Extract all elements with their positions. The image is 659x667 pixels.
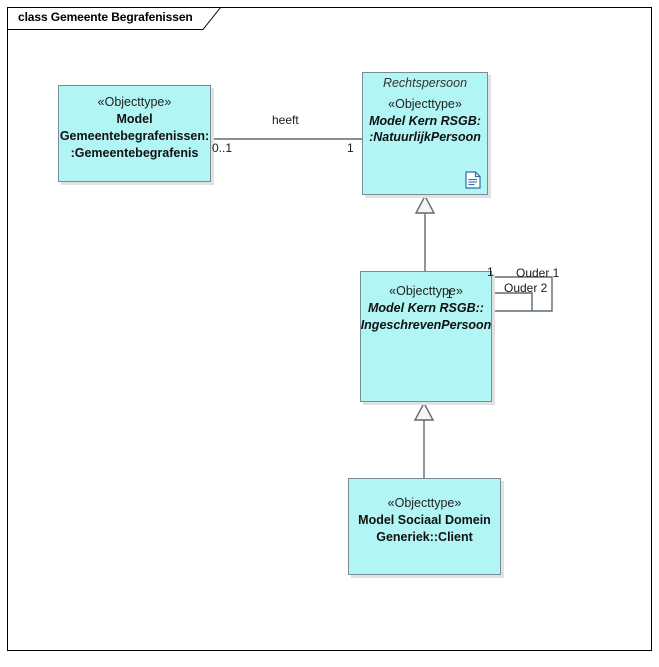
class-stereotype: «Objecttype» <box>389 284 463 298</box>
class-name-line1: Model <box>116 112 153 126</box>
class-box-gemeentebegrafenis[interactable]: «Objecttype» Model Gemeentebegrafenissen… <box>58 85 211 182</box>
class-name-line2: Generiek::Client <box>376 530 473 544</box>
association-label-heeft: heeft <box>272 113 299 127</box>
title-tab-shape <box>7 7 221 30</box>
association-label-ouder2: Ouder 2 <box>504 281 548 295</box>
class-box-client[interactable]: «Objecttype» Model Sociaal Domein Generi… <box>348 478 501 575</box>
class-name-line2: Gemeentebegrafenissen: <box>59 129 210 143</box>
class-box-ingeschrevenpersoon[interactable]: «Objecttype» Model Kern RSGB:: Ingeschre… <box>360 271 492 402</box>
class-stereotype: «Objecttype» <box>387 496 462 510</box>
class-name-line2: :NatuurlijkPersoon <box>369 130 481 144</box>
multiplicity-source-heeft: 0..1 <box>212 141 233 155</box>
class-name-line3: :Gemeentebegrafenis <box>70 146 199 160</box>
class-name-line1: Model Kern RSGB: <box>369 114 481 128</box>
class-name-line1: Model Sociaal Domein <box>358 513 491 527</box>
association-label-ouder1: Ouder 1 <box>516 266 560 280</box>
class-stereotype: «Objecttype» <box>388 97 462 111</box>
class-name-line1: Model Kern RSGB:: <box>368 301 484 315</box>
class-stereotype: «Objecttype» <box>97 95 172 109</box>
diagram-title-tab: class Gemeente Begrafenissen <box>7 7 221 30</box>
multiplicity-target-heeft: 1 <box>347 141 354 155</box>
class-alias-rechtspersoon: Rechtspersoon <box>382 76 468 90</box>
class-box-natuurlijkpersoon[interactable]: «Objecttype» Model Kern RSGB: :Natuurlij… <box>362 72 488 195</box>
multiplicity-ouder2: 1 <box>446 287 453 301</box>
page-title: class Gemeente Begrafenissen <box>18 10 193 24</box>
document-icon <box>465 171 481 189</box>
class-name-line2: IngeschrevenPersoon <box>360 318 492 332</box>
multiplicity-ouder1: 1 <box>487 265 494 279</box>
